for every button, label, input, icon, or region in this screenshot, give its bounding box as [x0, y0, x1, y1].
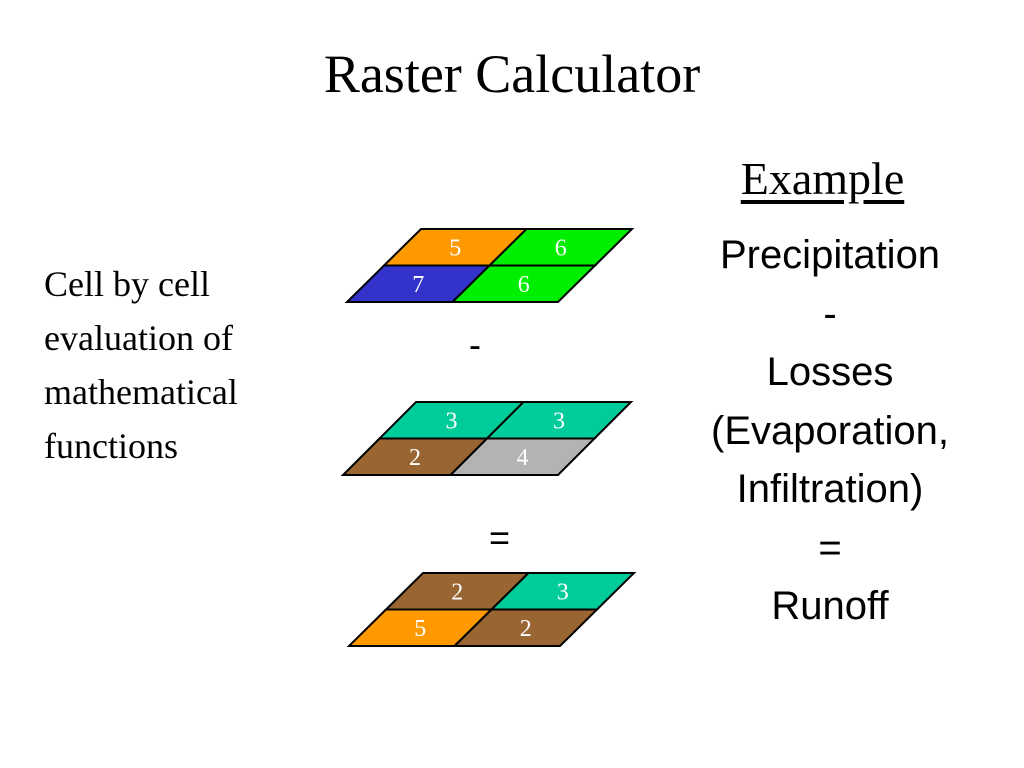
- raster-cell-value: 5: [449, 235, 461, 261]
- raster-cell-value: 3: [557, 579, 569, 605]
- raster-cell-value: 5: [414, 616, 426, 642]
- raster-cell-value: 6: [555, 235, 567, 261]
- equation-line: Losses: [766, 350, 894, 394]
- slide-title: Raster Calculator: [323, 44, 701, 104]
- raster-cell-value: 7: [412, 272, 424, 298]
- equation-line: Precipitation: [719, 233, 941, 277]
- raster-cell: [450, 264, 598, 303]
- description-line: Cell by cell: [44, 264, 210, 304]
- equation-line: (Evaporation,: [711, 408, 949, 453]
- example-equation: Precipitation - Losses (Evaporation, Inf…: [650, 226, 1010, 636]
- description-line: mathematical: [44, 372, 238, 412]
- equation-line: Infiltration): [736, 467, 924, 511]
- raster-cell: [448, 437, 597, 476]
- minus-operator: -: [469, 324, 481, 365]
- description-line: evaluation of: [44, 318, 233, 358]
- raster-cell-value: 2: [520, 616, 532, 642]
- equation-line: Runoff: [771, 584, 889, 628]
- raster-cell: [452, 608, 600, 647]
- raster-cell-value: 2: [409, 445, 421, 471]
- raster-grid-precipitation: 5 6 7 6: [344, 228, 635, 303]
- raster-cell-value: 3: [446, 408, 458, 434]
- equals-operator: =: [489, 517, 511, 558]
- raster-cell-value: 3: [553, 408, 565, 434]
- description-line: functions: [44, 426, 178, 466]
- example-heading: Example: [740, 153, 905, 204]
- description-text: Cell by cell evaluation of mathematical …: [44, 257, 304, 473]
- raster-cell-value: 6: [518, 272, 530, 298]
- raster-cell-value: 2: [451, 579, 463, 605]
- equation-line: -: [823, 291, 837, 336]
- raster-cell-value: 4: [517, 445, 529, 471]
- equation-line: =: [818, 525, 842, 570]
